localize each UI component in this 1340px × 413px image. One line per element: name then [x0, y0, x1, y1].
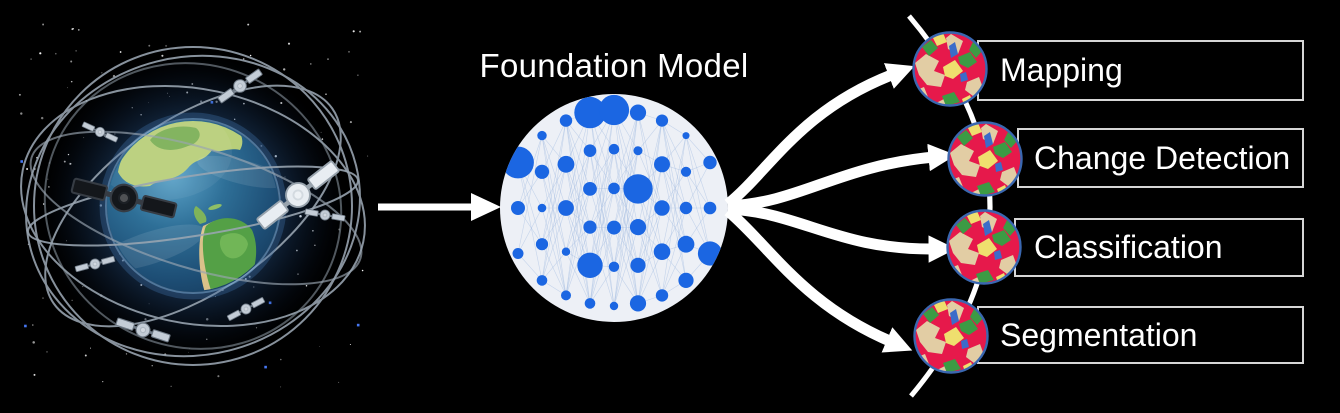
foundation-model-circle — [500, 94, 728, 322]
orbit-rings-back — [20, 46, 366, 366]
task-box-change-detection: Change Detection — [1017, 128, 1304, 188]
orbit-rings-front — [26, 130, 363, 286]
fan-arrow-change-detection — [727, 143, 956, 212]
task-box-segmentation: Segmentation — [977, 306, 1304, 364]
task-label-segmentation: Segmentation — [1000, 316, 1198, 353]
earth-satellites-image — [18, 23, 369, 388]
landcover-thumbnail-change-detection — [949, 123, 1024, 200]
task-label-change-detection: Change Detection — [1034, 139, 1291, 176]
task-label-classification: Classification — [1034, 229, 1223, 265]
fan-arrow-classification — [727, 203, 956, 263]
foundation-model-title: Foundation Model — [479, 47, 749, 84]
input-arrow — [378, 193, 501, 221]
task-box-mapping: Mapping — [977, 40, 1304, 101]
task-box-classification: Classification — [1014, 218, 1304, 277]
task-label-mapping: Mapping — [1000, 52, 1123, 88]
neural-network-icon — [502, 94, 723, 312]
fan-arrow-segmentation — [724, 206, 913, 353]
landcover-thumbnail-classification — [948, 211, 1023, 288]
fan-arrow-mapping — [724, 63, 915, 209]
